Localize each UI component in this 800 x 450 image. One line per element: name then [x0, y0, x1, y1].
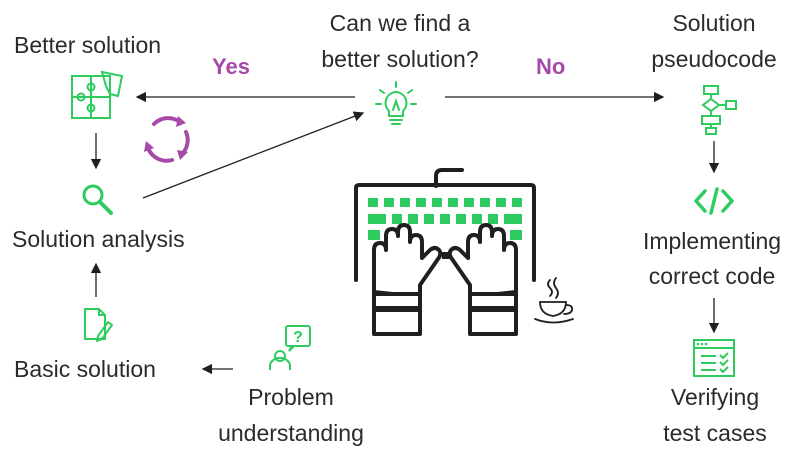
arrow-analysis-to-question	[142, 111, 365, 199]
edge-label-yes: Yes	[212, 54, 250, 79]
cycle-arrows-icon	[144, 116, 190, 163]
flowchart-icon	[701, 85, 737, 135]
keyboard-hands-icon	[354, 168, 536, 336]
keyboard-keys	[368, 198, 522, 240]
magnifier-icon	[82, 184, 113, 215]
node-pseudocode-line-2: pseudocode	[651, 46, 777, 72]
node-pseudocode-line-1: Solution	[672, 10, 756, 36]
node-better-solution: Better solution	[14, 32, 162, 58]
node-problem-line-2: understanding	[218, 420, 364, 446]
node-question-line-2: better solution?	[321, 46, 479, 72]
person-question-icon: ?	[269, 325, 311, 370]
node-implementing-line-2: correct code	[648, 263, 776, 289]
node-verifying: Verifying test cases	[640, 382, 790, 448]
node-problem: Problem understanding	[196, 382, 386, 448]
node-verifying-line-1: Verifying	[670, 384, 760, 410]
puzzle-icon	[71, 70, 124, 119]
coffee-cup-icon	[534, 277, 574, 324]
lightbulb-icon	[375, 81, 417, 125]
document-pencil-icon	[84, 308, 113, 342]
svg-text:?: ?	[293, 329, 303, 346]
node-question: Can we find a better solution?	[300, 8, 500, 74]
node-implementing: Implementing correct code	[626, 226, 798, 291]
node-basic-solution: Basic solution	[14, 356, 156, 382]
edge-label-no: No	[536, 54, 566, 79]
node-problem-line-1: Problem	[248, 384, 334, 410]
node-question-line-1: Can we find a	[329, 10, 471, 36]
node-implementing-line-1: Implementing	[642, 228, 782, 254]
node-solution-analysis: Solution analysis	[12, 226, 185, 252]
node-pseudocode: Solution pseudocode	[630, 8, 798, 74]
checklist-window-icon	[693, 339, 735, 377]
code-brackets-icon	[694, 187, 734, 215]
node-verifying-line-2: test cases	[663, 420, 767, 446]
